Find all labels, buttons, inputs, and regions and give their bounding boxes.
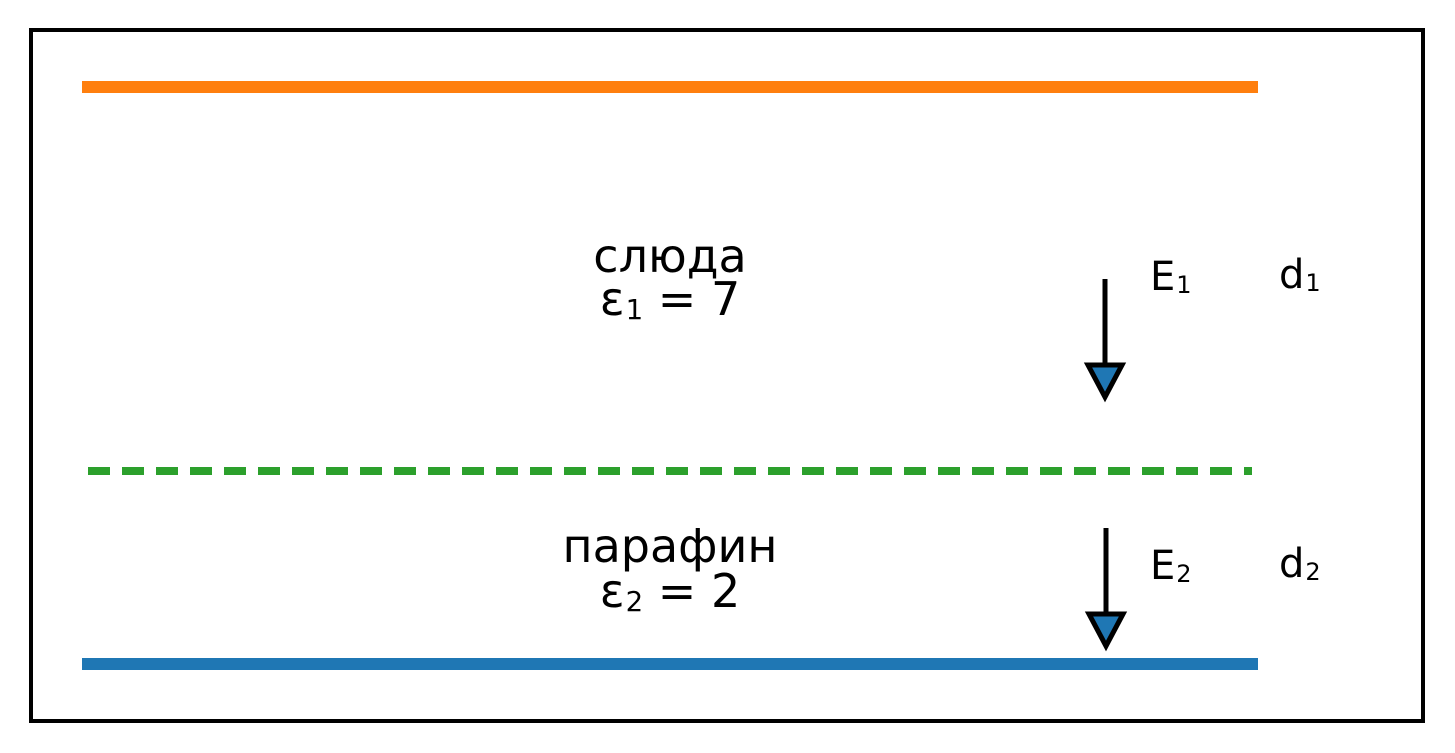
arrow-head bbox=[1083, 362, 1127, 403]
permittivity-label-mica: ε1 = 7 bbox=[490, 276, 850, 323]
field-symbol: E bbox=[1150, 543, 1176, 589]
field-label-e1: E1 bbox=[1150, 257, 1192, 297]
epsilon-symbol: ε bbox=[599, 272, 625, 326]
epsilon-subscript: 1 bbox=[625, 292, 644, 326]
epsilon-value: = 2 bbox=[643, 564, 741, 618]
field-label-e2: E2 bbox=[1150, 546, 1192, 586]
dielectric-interface-dashed-line bbox=[88, 467, 1252, 475]
field-arrow-e1 bbox=[1083, 279, 1127, 403]
thickness-label-d1: d1 bbox=[1279, 255, 1321, 295]
thickness-subscript: 2 bbox=[1305, 558, 1321, 587]
thickness-subscript: 1 bbox=[1305, 269, 1321, 298]
epsilon-symbol: ε bbox=[599, 564, 625, 618]
thickness-symbol: d bbox=[1279, 252, 1305, 298]
field-symbol: E bbox=[1150, 254, 1176, 300]
field-subscript: 2 bbox=[1176, 560, 1192, 589]
field-subscript: 1 bbox=[1176, 271, 1192, 300]
material-label-paraffin: парафин bbox=[562, 519, 778, 573]
thickness-label-d2: d2 bbox=[1279, 544, 1321, 584]
top-plate bbox=[82, 81, 1258, 93]
figure-border bbox=[29, 28, 1425, 723]
bottom-plate bbox=[82, 658, 1258, 670]
epsilon-subscript: 2 bbox=[625, 584, 644, 618]
arrow-head bbox=[1084, 611, 1128, 652]
permittivity-label-paraffin: ε2 = 2 bbox=[490, 568, 850, 615]
field-arrow-e2 bbox=[1084, 528, 1128, 652]
material-label-mica: слюда bbox=[593, 229, 747, 283]
epsilon-value: = 7 bbox=[643, 272, 741, 326]
thickness-symbol: d bbox=[1279, 541, 1305, 587]
